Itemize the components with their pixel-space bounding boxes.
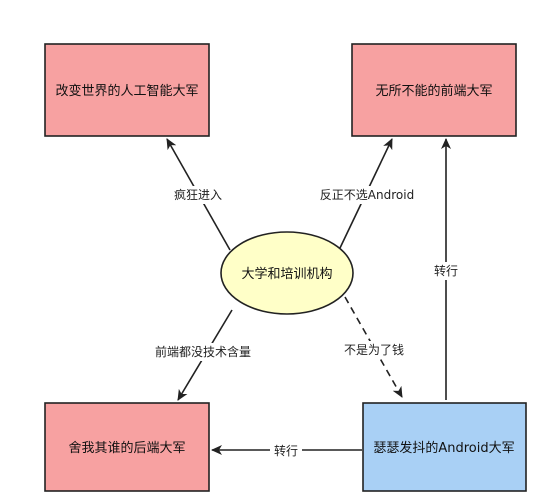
node-android-army: 瑟瑟发抖的Android大军 bbox=[362, 402, 527, 492]
node-universities: 大学和培训机构 bbox=[220, 231, 354, 315]
node-backend-army-label: 舍我其谁的后端大军 bbox=[68, 440, 185, 456]
edge-labels: 疯狂进入 反正不选Android 前端都没技术含量 不是为了钱 转行 转行 bbox=[148, 186, 461, 460]
node-frontend-army-label: 无所不能的前端大军 bbox=[375, 83, 492, 99]
node-frontend-army-box bbox=[351, 43, 517, 137]
node-ai-army-label: 改变世界的人工智能大军 bbox=[55, 83, 198, 99]
node-ai-army-box bbox=[44, 43, 210, 137]
edge-label-to-frontend: 反正不选Android bbox=[320, 188, 414, 202]
edge-label-android-to-backend: 转行 bbox=[274, 443, 298, 458]
node-android-army-box bbox=[362, 402, 527, 492]
node-backend-army: 舍我其谁的后端大军 bbox=[44, 402, 210, 492]
edge-label-to-ai: 疯狂进入 bbox=[174, 187, 222, 202]
node-frontend-army: 无所不能的前端大军 bbox=[351, 43, 517, 137]
node-universities-ellipse bbox=[220, 231, 354, 315]
node-universities-label: 大学和培训机构 bbox=[241, 266, 332, 282]
edge-label-to-android: 不是为了钱 bbox=[344, 342, 404, 357]
edge-label-to-backend: 前端都没技术含量 bbox=[155, 344, 251, 359]
node-ai-army: 改变世界的人工智能大军 bbox=[44, 43, 210, 137]
node-backend-army-box bbox=[44, 402, 210, 492]
edge-label-android-to-frontend: 转行 bbox=[434, 263, 458, 278]
node-android-army-label: 瑟瑟发抖的Android大军 bbox=[373, 440, 514, 456]
